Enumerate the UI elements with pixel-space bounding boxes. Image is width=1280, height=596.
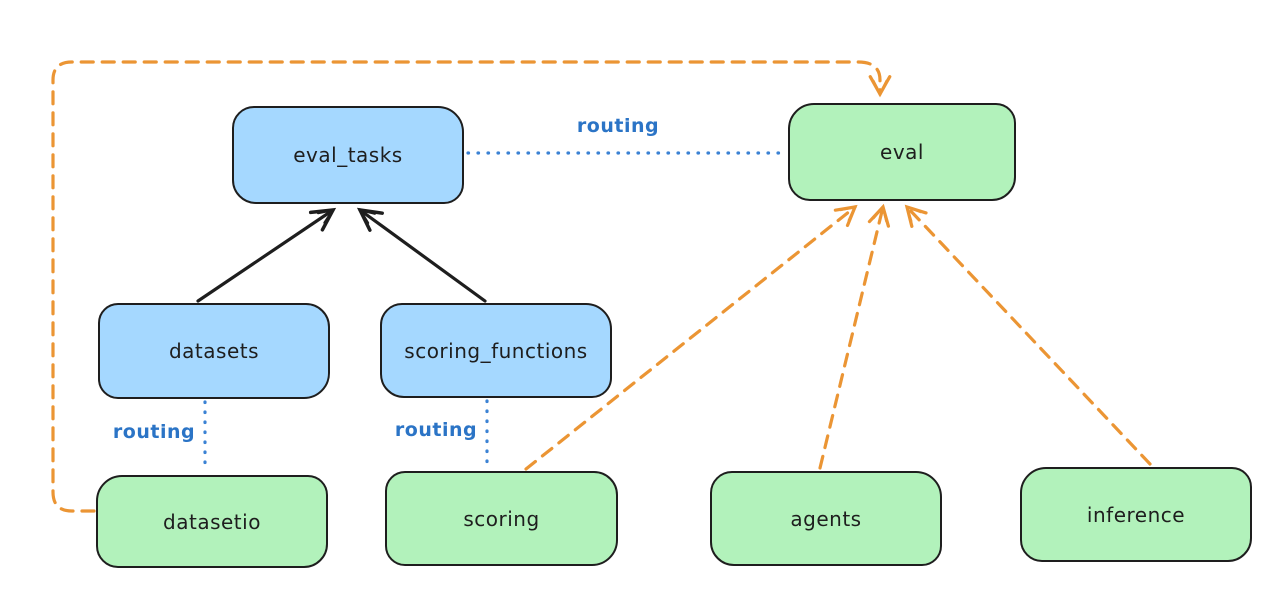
edge-label-routing-scoring: routing bbox=[394, 419, 478, 441]
node-datasetio: datasetio bbox=[96, 475, 328, 568]
node-agents-label: agents bbox=[790, 506, 862, 531]
edge-datasets-to-eval-tasks bbox=[196, 207, 337, 303]
node-inference: inference bbox=[1020, 467, 1252, 562]
node-eval-label: eval bbox=[880, 140, 924, 164]
node-eval-tasks-label: eval_tasks bbox=[293, 143, 403, 167]
node-inference-label: inference bbox=[1086, 502, 1186, 527]
node-eval-tasks: eval_tasks bbox=[232, 106, 464, 204]
node-datasetio-label: datasetio bbox=[163, 509, 261, 534]
node-scoring-functions-label: scoring_functions bbox=[404, 338, 588, 363]
edge-inference-to-eval bbox=[904, 204, 1152, 466]
node-scoring: scoring bbox=[385, 471, 618, 566]
node-eval: eval bbox=[788, 103, 1016, 201]
node-datasets: datasets bbox=[98, 303, 330, 399]
edge-agents-to-eval bbox=[818, 203, 891, 470]
edge-scoring-functions-to-eval-tasks bbox=[356, 207, 487, 303]
node-agents: agents bbox=[710, 471, 942, 566]
edge-label-routing-datasetio: routing bbox=[112, 421, 196, 443]
node-scoring-label: scoring bbox=[463, 506, 540, 531]
node-datasets-label: datasets bbox=[168, 339, 260, 363]
edge-scoring-to-eval bbox=[524, 204, 858, 471]
edge-label-routing-eval: routing bbox=[576, 115, 660, 137]
node-scoring-functions: scoring_functions bbox=[380, 303, 612, 398]
